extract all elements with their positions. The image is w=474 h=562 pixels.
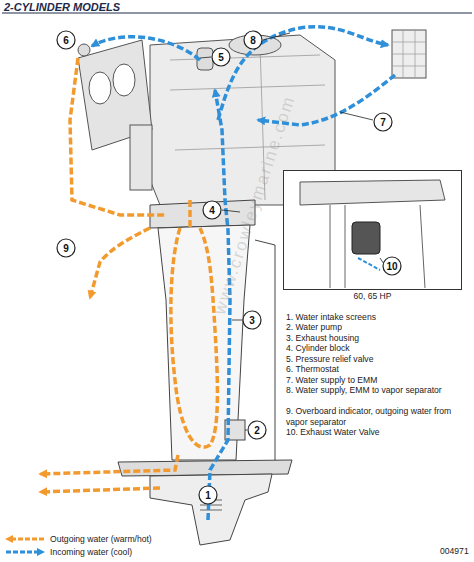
outgoing-water-path [40, 455, 178, 474]
intake-component [130, 125, 152, 190]
callout-number: 10 [382, 256, 402, 276]
inset-housing-sides [330, 205, 425, 288]
inset-water-line [358, 258, 380, 270]
parts-list-item: 8. Water supply, EMM to vapor separator [286, 385, 458, 396]
page-title: 2-CYLINDER MODELS [4, 1, 120, 13]
callout-number: 7 [373, 112, 393, 132]
legend-swatch [4, 547, 46, 557]
inset-housing-top [300, 180, 445, 205]
callout-number: 5 [211, 47, 231, 67]
parts-list-item: 3. Exhaust housing [286, 333, 458, 344]
adapter-plate [150, 200, 255, 228]
inset-box: 60, 65 HP10 [283, 170, 462, 290]
parts-list-item: 5. Pressure relief valve [286, 354, 458, 365]
callout-number: 1 [198, 485, 218, 505]
inset-background [283, 170, 462, 290]
emm-module [392, 30, 426, 78]
incoming-water-path [92, 37, 200, 60]
callout-circle: 4 [202, 200, 222, 220]
outgoing-water-path [40, 488, 160, 492]
parts-list-item: 6. Thermostat [286, 364, 458, 375]
parts-list-item: 1. Water intake screens [286, 312, 458, 323]
callout-circle: 10 [382, 256, 402, 276]
callout-ring [243, 311, 261, 329]
leader-line [200, 57, 211, 58]
callout-ring [244, 31, 262, 49]
legend-entry: Outgoing water (warm/hot) [4, 533, 152, 545]
callout-circle: 6 [56, 30, 76, 50]
cylinder-bore [113, 64, 135, 96]
outgoing-water-path [188, 200, 192, 228]
callout-number: 9 [56, 238, 76, 258]
figure-number: 004971 [440, 546, 469, 557]
callout-ring [383, 257, 401, 275]
leader-line [222, 210, 240, 212]
callout-number: 3 [242, 310, 262, 330]
callout-circle: 1 [198, 485, 218, 505]
leader-line [263, 33, 290, 40]
legend-entry: Incoming water (cool) [4, 546, 132, 558]
legend-line [6, 551, 38, 554]
callout-ring [248, 421, 266, 439]
legend-line [12, 538, 44, 541]
emm-grid [392, 30, 426, 78]
legend-text: Outgoing water (warm/hot) [50, 534, 152, 544]
parts-list-item: 4. Cylinder block [286, 343, 458, 354]
incoming-water-path [218, 27, 388, 120]
parts-list-item: 9. Overboard indicator, outgoing water f… [286, 406, 458, 427]
callout-number: 8 [243, 30, 263, 50]
callout-circle: 9 [56, 238, 76, 258]
parts-list-item: 7. Water supply to EMM [286, 375, 458, 386]
leader-line [340, 112, 373, 120]
callout-ring [212, 48, 230, 66]
callout-number: 2 [247, 420, 267, 440]
callout-circle: 7 [373, 112, 393, 132]
callout-circle: 5 [211, 47, 231, 67]
callout-ring [374, 113, 392, 131]
callout-ring [57, 31, 75, 49]
exhaust-water-valve [352, 222, 380, 254]
callout-number: 4 [202, 200, 222, 220]
legend-swatch [4, 534, 46, 544]
model-caption: 60, 65 HP [284, 291, 461, 301]
thermostat-housing [78, 44, 90, 56]
outgoing-water-path [171, 228, 218, 447]
callout-circle: 3 [242, 310, 262, 330]
outgoing-water-path [90, 228, 150, 298]
leader-line [245, 430, 247, 431]
legend-arrowhead [37, 548, 45, 556]
callout-ring [57, 239, 75, 257]
legend-text: Incoming water (cool) [50, 547, 132, 557]
callout-ring [199, 486, 217, 504]
parts-list-item: 10. Exhaust Water Valve [286, 427, 458, 438]
legend-arrowhead [5, 535, 13, 543]
cylinder-bore [89, 72, 111, 104]
outgoing-water-path [70, 58, 165, 215]
callout-circle: 2 [247, 420, 267, 440]
callout-ring [203, 201, 221, 219]
leader-line [232, 320, 242, 321]
parts-list-item: 2. Water pump [286, 322, 458, 333]
callout-number: 6 [56, 30, 76, 50]
callout-circle: 8 [243, 30, 263, 50]
